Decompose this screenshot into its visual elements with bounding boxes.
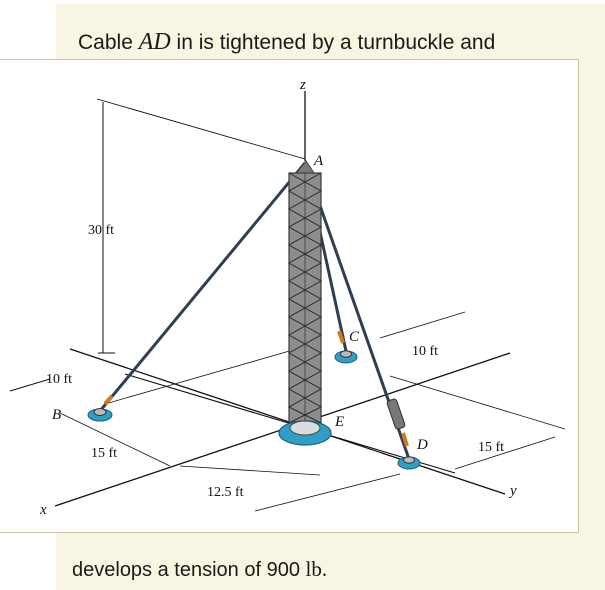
d-offset-line bbox=[179, 465, 321, 476]
b-to-c-line bbox=[104, 347, 301, 405]
point-D-label: D bbox=[416, 437, 428, 453]
tower-diagram: z A C D E B x y 30 ft 10 ft 15 ft 12.5 f… bbox=[9, 77, 566, 518]
height-ref-line bbox=[96, 98, 306, 160]
z-axis-label: z bbox=[299, 77, 306, 93]
point-B-label: B bbox=[52, 407, 61, 423]
dim-d-offset-label: 12.5 ft bbox=[207, 485, 244, 500]
point-E-label: E bbox=[334, 414, 344, 430]
d-depth-line bbox=[389, 375, 566, 430]
dim-b-offset-label: 10 ft bbox=[46, 372, 72, 387]
anchor-B bbox=[87, 408, 113, 422]
point-C-label: C bbox=[349, 329, 360, 345]
problem-statement-bottom: develops a tension of 900 lb. bbox=[72, 557, 328, 581]
y-axis bbox=[69, 348, 506, 495]
problem-statement-top: Cable AD in is tightened by a turnbuckle… bbox=[78, 29, 496, 55]
dim-d-depth-label: 15 ft bbox=[478, 440, 504, 455]
dim-height-label: 30 ft bbox=[88, 223, 114, 238]
tension-unit: lb. bbox=[305, 557, 328, 581]
x-axis-label: x bbox=[39, 502, 47, 518]
y-axis-label: y bbox=[508, 483, 517, 499]
lattice-tower bbox=[287, 160, 323, 424]
cable-AB bbox=[98, 162, 307, 412]
d-offset-ext bbox=[254, 473, 401, 512]
cable-D-fitting bbox=[401, 432, 409, 447]
anchor-D bbox=[397, 456, 421, 470]
figure-panel: z A C D E B x y 30 ft 10 ft 15 ft 12.5 f… bbox=[0, 59, 579, 533]
b-depth-line bbox=[59, 412, 171, 467]
dim-b-depth-label: 15 ft bbox=[91, 446, 117, 461]
point-A-label: A bbox=[313, 153, 324, 169]
cable-variable: AD bbox=[138, 29, 171, 55]
d-depth-ext bbox=[454, 436, 556, 470]
tower-base-plate bbox=[289, 420, 321, 436]
turnbuckle bbox=[386, 398, 406, 430]
dim-c-offset-label: 10 ft bbox=[412, 344, 438, 359]
cable-B-fitting bbox=[103, 394, 114, 406]
anchor-C bbox=[334, 350, 358, 364]
c-offset-line bbox=[379, 311, 466, 339]
b-ref-line bbox=[9, 378, 51, 392]
cable-C-fitting bbox=[337, 330, 345, 344]
